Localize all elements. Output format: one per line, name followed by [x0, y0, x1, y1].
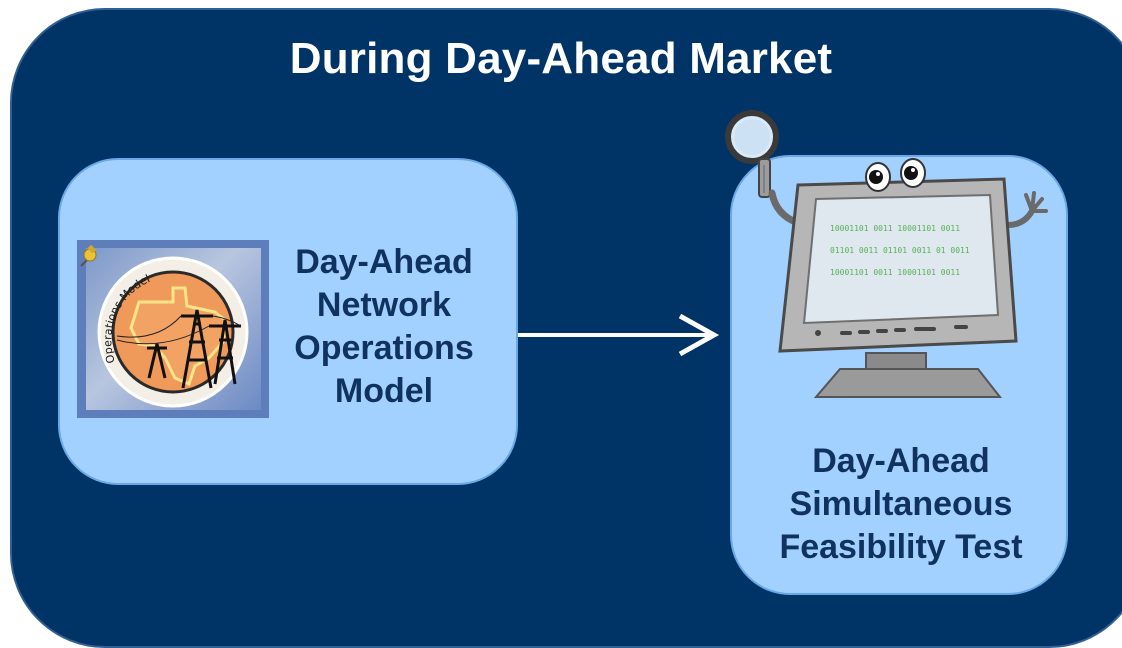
sft-label: Day-Ahead Simultaneous Feasibility Test [756, 440, 1046, 569]
panel-title: During Day-Ahead Market [289, 34, 833, 83]
binary-text: 10001101 0011 10001101 0011 [830, 268, 960, 277]
flow-arrow [518, 313, 720, 357]
transmission-tower-icon [147, 309, 241, 389]
pushpin-icon [80, 244, 97, 267]
network-model-label-line: Operations [294, 329, 474, 367]
network-model-label-line: Model [334, 372, 434, 410]
sft-label-line: Day-Ahead [812, 442, 990, 480]
sft-label-line: Feasibility Test [779, 528, 1023, 566]
magnifying-glass-icon [725, 110, 779, 198]
operations-model-icon: Operations Model [80, 244, 249, 408]
network-model-label: Day-Ahead Network Operations Model [272, 241, 496, 413]
eyes-icon [865, 158, 926, 192]
binary-text: 01101 0011 01101 0011 01 0011 [830, 246, 970, 255]
computer-character-icon: 10001101 0011 10001101 0011 01101 0011 0… [725, 110, 1048, 398]
binary-text: 10001101 0011 10001101 0011 [830, 224, 960, 233]
network-model-label-line: Network [316, 286, 452, 324]
sft-label-line: Simultaneous [789, 485, 1013, 523]
network-model-label-line: Day-Ahead [295, 243, 473, 281]
